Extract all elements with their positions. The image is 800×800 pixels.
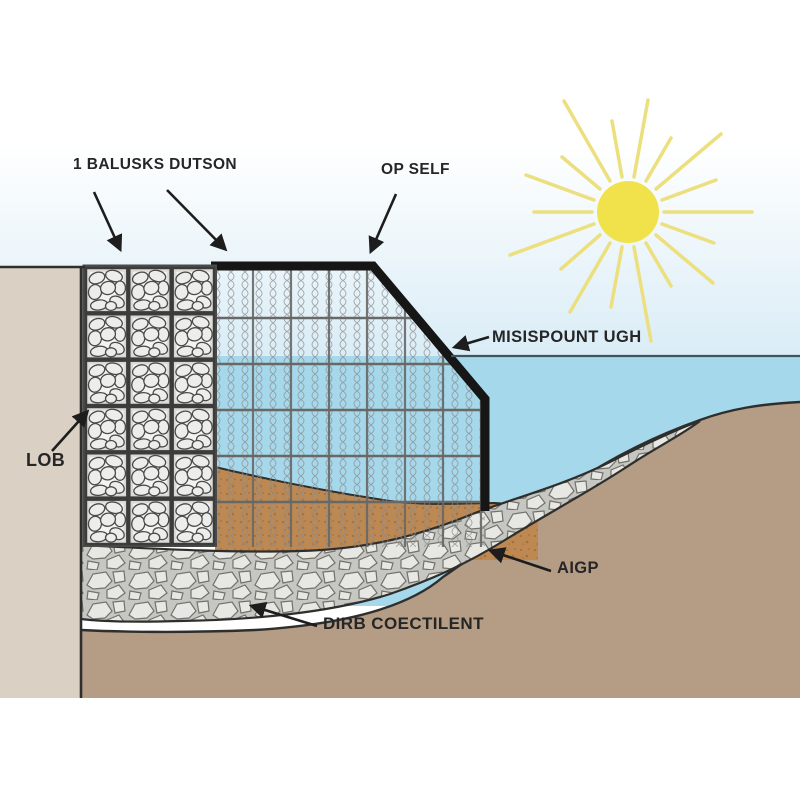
label-misispount-ugh: MISISPOUNT UGH bbox=[492, 328, 642, 346]
label-aigp: AIGP bbox=[557, 559, 599, 577]
arrow-to-foundation bbox=[248, 601, 318, 628]
annotation-arrows bbox=[51, 189, 552, 628]
label-op-self: OP SELF bbox=[381, 161, 450, 178]
label-balusks-dutson: 1 BALUSKS DUTSON bbox=[73, 156, 237, 173]
arrow-to-mesh bbox=[166, 189, 228, 252]
mesh-cap-outline bbox=[211, 261, 490, 511]
ground-left bbox=[0, 267, 81, 698]
riprap-bottom-outline bbox=[80, 420, 701, 623]
sun-rays bbox=[508, 98, 754, 343]
label-dirb-coectilent: DIRB COECTILENT bbox=[323, 614, 484, 633]
gabion-wall bbox=[79, 264, 217, 547]
mesh-netting bbox=[213, 263, 485, 547]
label-lob: LOB bbox=[26, 450, 66, 470]
ground-right-slope bbox=[81, 402, 800, 698]
arrow-to-gabion bbox=[92, 191, 123, 253]
sun-icon bbox=[508, 98, 754, 343]
arrow-to-wall-back bbox=[51, 409, 90, 452]
bottom-margin bbox=[0, 698, 800, 800]
arrow-to-cap bbox=[368, 193, 398, 255]
arrow-to-slope-face bbox=[451, 335, 490, 352]
sun-disc bbox=[597, 181, 659, 243]
arrow-to-riprap bbox=[487, 547, 552, 573]
mesh-revetment bbox=[211, 261, 490, 547]
